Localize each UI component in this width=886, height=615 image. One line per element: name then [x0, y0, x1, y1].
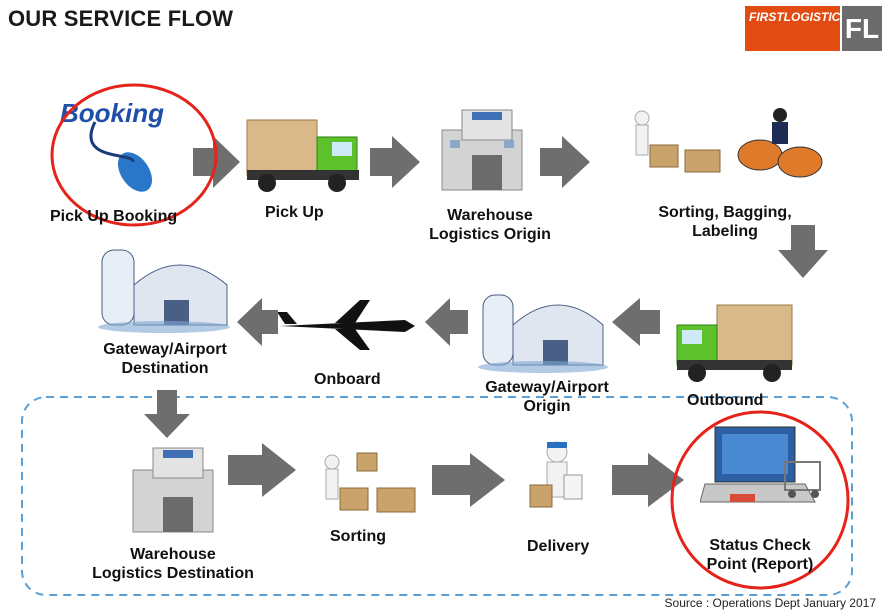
logo-mark: FL — [842, 6, 882, 51]
label-warehouse-origin: Warehouse Logistics Origin — [415, 206, 565, 244]
label-sorting-bagging: Sorting, Bagging, Labeling — [645, 203, 805, 241]
label-warehouse-destination-line2: Logistics Destination — [92, 565, 254, 582]
truck-pickup-icon — [246, 119, 359, 192]
label-warehouse-destination-line1: Warehouse — [130, 546, 216, 563]
arrow-sorting-to-delivery — [432, 453, 505, 507]
gateway-origin-icon — [478, 294, 608, 373]
arrow-gateway-dest-to-warehouse — [144, 390, 190, 438]
sorting-bagging-icon — [634, 108, 823, 178]
warehouse-destination-icon — [132, 447, 214, 533]
label-gateway-origin-line1: Gateway/Airport — [485, 379, 609, 396]
arrow-pickup-to-warehouse — [370, 136, 420, 188]
page-title: OUR SERVICE FLOW — [8, 6, 234, 31]
arrow-onboard-to-gateway-dest — [237, 298, 278, 346]
label-status-check-line1: Status Check — [709, 537, 811, 554]
label-pick-up-booking: Pick Up Booking — [50, 208, 178, 225]
sorting-icon — [324, 452, 416, 513]
status-report-laptop-icon — [700, 426, 821, 503]
arrow-warehouse-to-sorting2 — [228, 443, 296, 497]
label-sorting-bagging-line2: Labeling — [692, 223, 758, 240]
label-onboard: Onboard — [314, 371, 381, 388]
logo-red-block: FIRSTLOGISTICS — [745, 6, 848, 51]
label-gateway-origin-line2: Origin — [523, 398, 571, 415]
label-gateway-destination-line2: Destination — [121, 360, 209, 377]
arrow-sorting-to-outbound — [778, 225, 828, 278]
label-gateway-destination: Gateway/Airport Destination — [85, 340, 245, 378]
source-note: Source : Operations Dept January 2017 — [664, 596, 876, 610]
label-sorting: Sorting — [330, 528, 386, 545]
logo-brand-text: FIRSTLOGISTICS — [749, 10, 849, 24]
label-warehouse-origin-line2: Logistics Origin — [429, 226, 551, 243]
arrow-delivery-to-status — [612, 453, 684, 507]
label-warehouse-destination: Warehouse Logistics Destination — [78, 545, 268, 583]
label-gateway-destination-line1: Gateway/Airport — [103, 341, 227, 358]
truck-outbound-icon — [676, 304, 793, 382]
gateway-destination-icon — [98, 249, 230, 333]
arrow-warehouse-to-sorting — [540, 136, 590, 188]
label-warehouse-origin-line1: Warehouse — [447, 207, 533, 224]
highlight-circle-status — [670, 410, 850, 590]
company-logo: FIRSTLOGISTICS FL — [745, 6, 882, 51]
label-status-check: Status Check Point (Report) — [685, 536, 835, 574]
label-gateway-origin: Gateway/Airport Origin — [462, 378, 632, 416]
highlight-circle-booking — [50, 83, 218, 227]
arrow-outbound-to-gateway — [612, 298, 660, 346]
delivery-icon — [529, 441, 583, 508]
label-pick-up: Pick Up — [265, 204, 324, 221]
arrow-gateway-to-onboard — [425, 298, 468, 346]
label-delivery: Delivery — [527, 538, 590, 555]
airplane-icon — [277, 300, 415, 350]
label-outbound: Outbound — [687, 392, 764, 409]
label-status-check-line2: Point (Report) — [706, 556, 814, 573]
warehouse-origin-icon — [441, 109, 523, 191]
label-sorting-bagging-line1: Sorting, Bagging, — [658, 204, 792, 221]
